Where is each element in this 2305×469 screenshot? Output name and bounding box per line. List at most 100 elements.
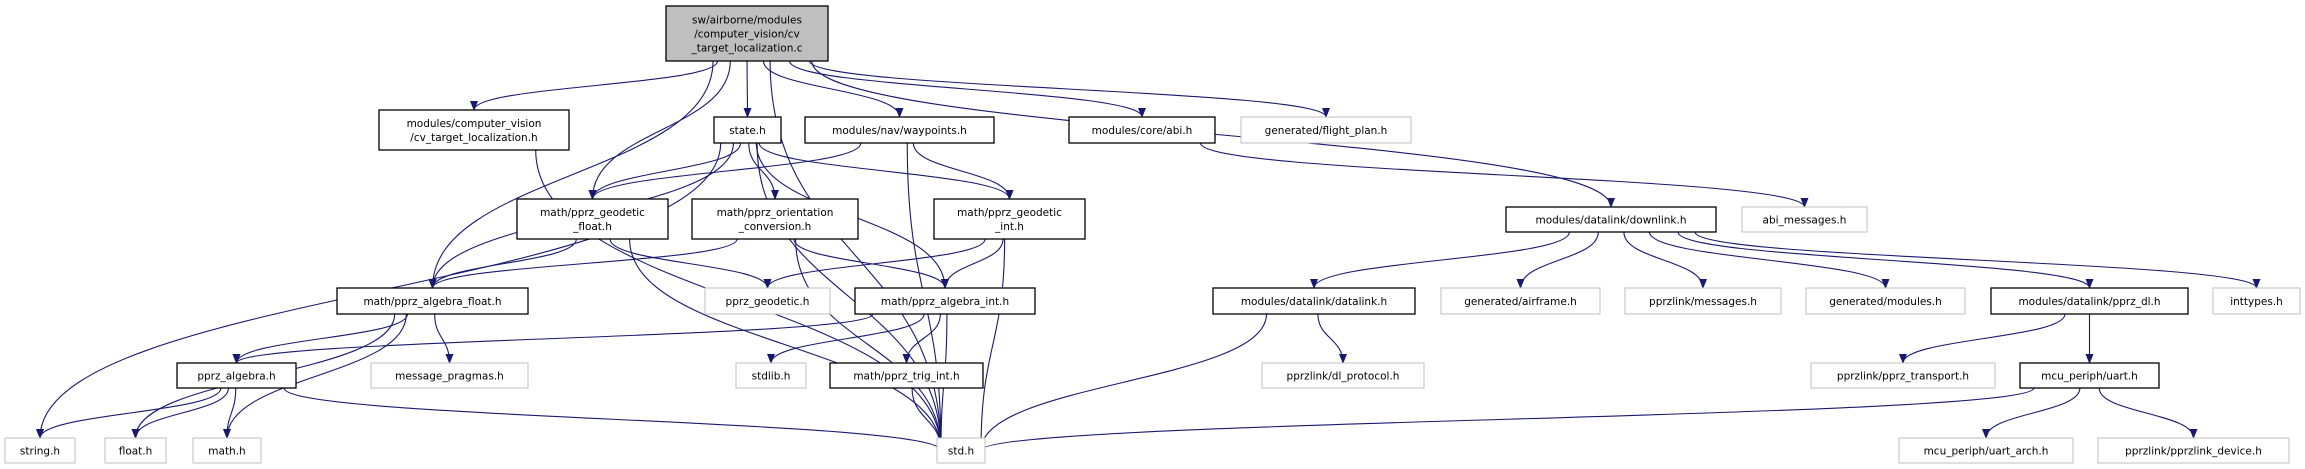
- node-label: pprz_algebra.h: [197, 371, 275, 383]
- edge-geo_int-to-geodetic: [763, 238, 986, 289]
- node-math: math.h: [192, 437, 262, 464]
- nodes-layer: sw/airborne/modules/computer_vision/cv_t…: [4, 5, 2301, 464]
- node-box: [104, 437, 167, 464]
- edge-root-to-alg_float: [428, 60, 714, 289]
- node-box: [1261, 362, 1425, 389]
- node-algebra[interactable]: pprz_algebra.h: [176, 362, 297, 389]
- node-label: _float.h: [572, 221, 612, 233]
- node-label: math/pprz_algebra_float.h: [363, 296, 501, 308]
- edge-algebra-to-std: [283, 387, 945, 452]
- edge-downlink-to-pprz_dl: [1677, 231, 2094, 289]
- edge-geo_float-to-std: [629, 238, 945, 452]
- node-label: math/pprz_trig_int.h: [853, 371, 959, 383]
- node-geo_int[interactable]: math/pprz_geodetic_int.h: [933, 198, 1086, 240]
- edge-waypoints-to-geo_int: [912, 142, 1014, 200]
- node-label: pprzlink/messages.h: [1649, 296, 1757, 308]
- edges-layer: [36, 60, 2261, 452]
- node-box: [933, 198, 1086, 240]
- node-cv_h[interactable]: modules/computer_vision/cv_target_locali…: [378, 109, 570, 151]
- node-flight_plan: generated/flight_plan.h: [1240, 116, 1412, 144]
- edge-algebra-to-string: [36, 387, 222, 439]
- node-uart[interactable]: mcu_periph/uart.h: [2019, 362, 2160, 389]
- node-alg_int[interactable]: math/pprz_algebra_int.h: [854, 287, 1036, 315]
- node-messages: pprzlink/messages.h: [1624, 287, 1782, 315]
- node-box: [1624, 287, 1782, 315]
- node-label: string.h: [20, 446, 60, 458]
- node-orient[interactable]: math/pprz_orientation_conversion.h: [691, 198, 859, 240]
- node-box: [1741, 206, 1868, 233]
- edge-alg_float-to-msg_pragmas: [434, 313, 454, 364]
- node-box: [1440, 287, 1601, 315]
- edge-algebra-to-math: [223, 387, 237, 439]
- edge-downlink-to-datalink: [1310, 231, 1570, 289]
- node-label: /cv_target_localization.h: [410, 132, 537, 144]
- node-box: [192, 437, 262, 464]
- node-string: string.h: [4, 437, 76, 464]
- edge-geo_int-to-std: [977, 238, 1006, 452]
- node-waypoints[interactable]: modules/nav/waypoints.h: [804, 116, 995, 144]
- node-datalink[interactable]: modules/datalink/datalink.h: [1212, 287, 1416, 315]
- edge-alg_int-to-stdlib: [767, 313, 925, 364]
- node-downlink[interactable]: modules/datalink/downlink.h: [1505, 206, 1717, 233]
- node-box: [691, 198, 859, 240]
- node-box: [1505, 206, 1717, 233]
- node-label: inttypes.h: [2230, 296, 2283, 308]
- node-trig_int[interactable]: math/pprz_trig_int.h: [829, 362, 984, 389]
- node-float: float.h: [104, 437, 167, 464]
- node-std: std.h: [936, 437, 986, 464]
- edge-orient-to-std: [795, 238, 945, 452]
- edge-root-to-flight_plan: [808, 60, 1330, 118]
- node-label: pprz_geodetic.h: [726, 296, 810, 308]
- node-geodetic: pprz_geodetic.h: [704, 287, 831, 315]
- edge-uart-to-std: [977, 387, 2035, 452]
- edge-downlink-to-inttypes: [1694, 231, 2261, 289]
- edge-pprz_dl-to-transport: [1899, 313, 2066, 364]
- node-label: mcu_periph/uart_arch.h: [1924, 446, 2049, 458]
- node-label: generated/flight_plan.h: [1265, 125, 1388, 137]
- node-pprzlink_device: pprzlink/pprzlink_device.h: [2097, 437, 2290, 464]
- node-label: modules/datalink/datalink.h: [1241, 296, 1387, 308]
- node-state[interactable]: state.h: [713, 116, 782, 144]
- node-label: modules/datalink/downlink.h: [1535, 215, 1686, 227]
- node-box: [176, 362, 297, 389]
- node-label: math/pprz_geodetic: [540, 207, 645, 219]
- edge-downlink-to-modules: [1648, 231, 1890, 289]
- node-modules: generated/modules.h: [1805, 287, 1966, 315]
- edge-uart-to-pprzlink_device: [2098, 387, 2198, 439]
- node-box: [665, 5, 829, 62]
- node-inttypes: inttypes.h: [2212, 287, 2301, 315]
- node-msg_pragmas: message_pragmas.h: [370, 362, 529, 389]
- node-box: [336, 287, 529, 315]
- node-label: math/pprz_geodetic: [957, 207, 1062, 219]
- edge-downlink-to-airframe: [1516, 231, 1599, 289]
- edge-orient-to-alg_float: [428, 238, 738, 289]
- node-abi[interactable]: modules/core/abi.h: [1068, 116, 1216, 144]
- edge-geo_float-to-alg_float: [428, 238, 577, 289]
- node-dl_protocol: pprzlink/dl_protocol.h: [1261, 362, 1425, 389]
- node-box: [370, 362, 529, 389]
- node-airframe: generated/airframe.h: [1440, 287, 1601, 315]
- edge-datalink-to-std: [977, 313, 1268, 452]
- node-box: [1898, 437, 2074, 464]
- node-box: [1212, 287, 1416, 315]
- edge-waypoints-to-geo_float: [588, 142, 862, 200]
- node-label: modules/nav/waypoints.h: [832, 125, 967, 137]
- node-alg_float[interactable]: math/pprz_algebra_float.h: [336, 287, 529, 315]
- node-label: abi_messages.h: [1763, 215, 1847, 227]
- node-box: [829, 362, 984, 389]
- node-box: [2212, 287, 2301, 315]
- node-pprz_dl[interactable]: modules/datalink/pprz_dl.h: [1990, 287, 2189, 315]
- node-box: [2019, 362, 2160, 389]
- edge-downlink-to-messages: [1623, 231, 1707, 289]
- node-label: _target_localization.c: [691, 43, 803, 55]
- edge-alg_int-to-algebra: [232, 313, 874, 364]
- edge-abi-to-abi_msgs: [1199, 142, 1809, 208]
- node-label: std.h: [948, 446, 974, 458]
- node-label: sw/airborne/modules: [692, 15, 802, 27]
- node-geo_float[interactable]: math/pprz_geodetic _float.h: [516, 198, 669, 240]
- edge-geo_int-to-alg_int: [941, 238, 1004, 289]
- node-label: math/pprz_algebra_int.h: [881, 296, 1009, 308]
- node-root[interactable]: sw/airborne/modules/computer_vision/cv_t…: [665, 5, 829, 62]
- edge-alg_float-to-algebra: [232, 313, 409, 364]
- edge-alg_float-to-math: [223, 313, 407, 439]
